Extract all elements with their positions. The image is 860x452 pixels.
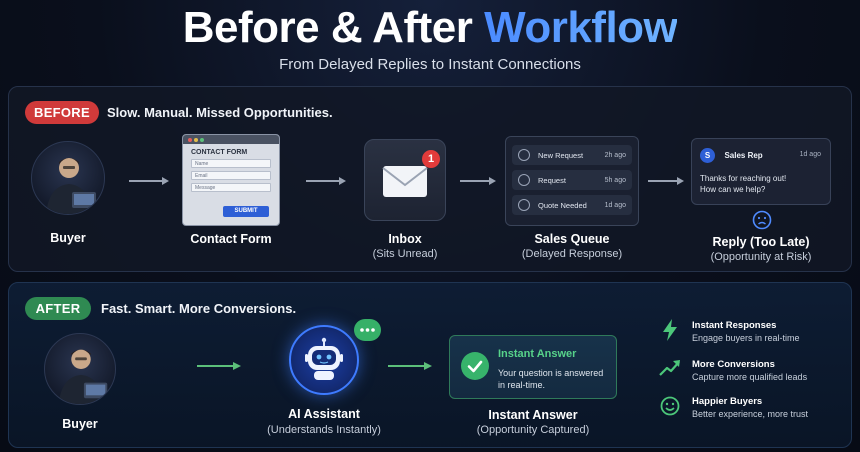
trend-up-icon	[659, 360, 680, 376]
sales-queue-card: New Request 2h ago Request 5h ago Quote …	[505, 136, 639, 226]
arrow-icon	[648, 177, 684, 185]
reply-message-card: S Sales Rep 1d ago Thanks for reaching o…	[691, 138, 831, 205]
contact-form-label: Contact Form	[190, 232, 272, 246]
title-accent: Workflow	[484, 3, 678, 52]
sales-rep-name: Sales Rep	[724, 151, 763, 161]
smile-icon	[660, 396, 680, 416]
before-pill: BEFORE	[25, 101, 99, 124]
submit-button[interactable]: SUBMIT	[223, 206, 269, 217]
answer-text: Your question is answered in real-time.	[498, 368, 604, 390]
arrow-icon	[388, 362, 432, 370]
after-tagline: Fast. Smart. More Conversions.	[101, 301, 297, 316]
email-field[interactable]: Email	[191, 171, 271, 180]
reply-sublabel: (Opportunity at Risk)	[710, 251, 812, 263]
buyer-label-after: Buyer	[62, 417, 98, 431]
benefit-item: More Conversions Capture more qualified …	[692, 359, 808, 382]
user-icon	[518, 199, 530, 211]
ai-assistant-sublabel: (Understands Instantly)	[267, 424, 381, 436]
inbox-label: Inbox	[388, 232, 422, 246]
envelope-icon	[382, 166, 428, 197]
buyer-person-icon	[46, 158, 96, 214]
user-icon	[518, 174, 530, 186]
lightning-icon	[663, 319, 677, 341]
after-pill: AFTER	[25, 297, 91, 320]
before-tagline: Slow. Manual. Missed Opportunities.	[107, 105, 333, 120]
form-title: CONTACT FORM	[191, 149, 248, 156]
buyer-person-icon	[58, 349, 108, 404]
buyer-label-before: Buyer	[50, 231, 86, 245]
contact-form-card: CONTACT FORM Name Email Message SUBMIT	[182, 134, 280, 226]
reply-timestamp: 1d ago	[799, 151, 821, 158]
message-field[interactable]: Message	[191, 183, 271, 192]
title-main: Before & After	[182, 3, 473, 52]
list-item[interactable]: Request 5h ago	[512, 170, 632, 190]
reply-label: Reply (Too Late)	[712, 235, 810, 249]
reply-message: Thanks for reaching out! How can we help…	[700, 174, 787, 194]
arrow-icon	[129, 177, 169, 185]
list-item[interactable]: Quote Needed 1d ago	[512, 195, 632, 215]
unread-badge: 1	[422, 150, 440, 168]
benefit-item: Happier Buyers Better experience, more t…	[692, 396, 809, 419]
sales-queue-sublabel: (Delayed Response)	[521, 248, 623, 260]
answer-title: Instant Answer	[498, 348, 577, 360]
arrow-icon	[306, 177, 346, 185]
instant-answer-label: Instant Answer	[488, 408, 578, 422]
arrow-icon	[197, 362, 241, 370]
instant-answer-sublabel: (Opportunity Captured)	[476, 424, 590, 436]
benefit-item: Instant Responses Engage buyers in real-…	[692, 320, 800, 343]
avatar: S	[700, 148, 715, 164]
inbox-sublabel: (Sits Unread)	[372, 248, 438, 260]
arrow-icon	[460, 177, 496, 185]
buyer-avatar-after	[44, 333, 116, 405]
user-icon	[518, 149, 530, 161]
list-item[interactable]: New Request 2h ago	[512, 145, 632, 165]
chat-bubble-icon	[354, 319, 381, 341]
ai-assistant-label: AI Assistant	[288, 407, 360, 421]
name-field[interactable]: Name	[191, 159, 271, 168]
page-title: Before & After Workflow	[0, 2, 860, 54]
sad-face-icon	[752, 210, 772, 230]
robot-icon	[305, 337, 343, 380]
sales-queue-label: Sales Queue	[534, 232, 610, 246]
page-subtitle: From Delayed Replies to Instant Connecti…	[279, 56, 581, 73]
buyer-avatar-before	[31, 141, 105, 215]
ai-assistant-badge	[289, 325, 359, 395]
checkmark-icon	[461, 352, 489, 380]
